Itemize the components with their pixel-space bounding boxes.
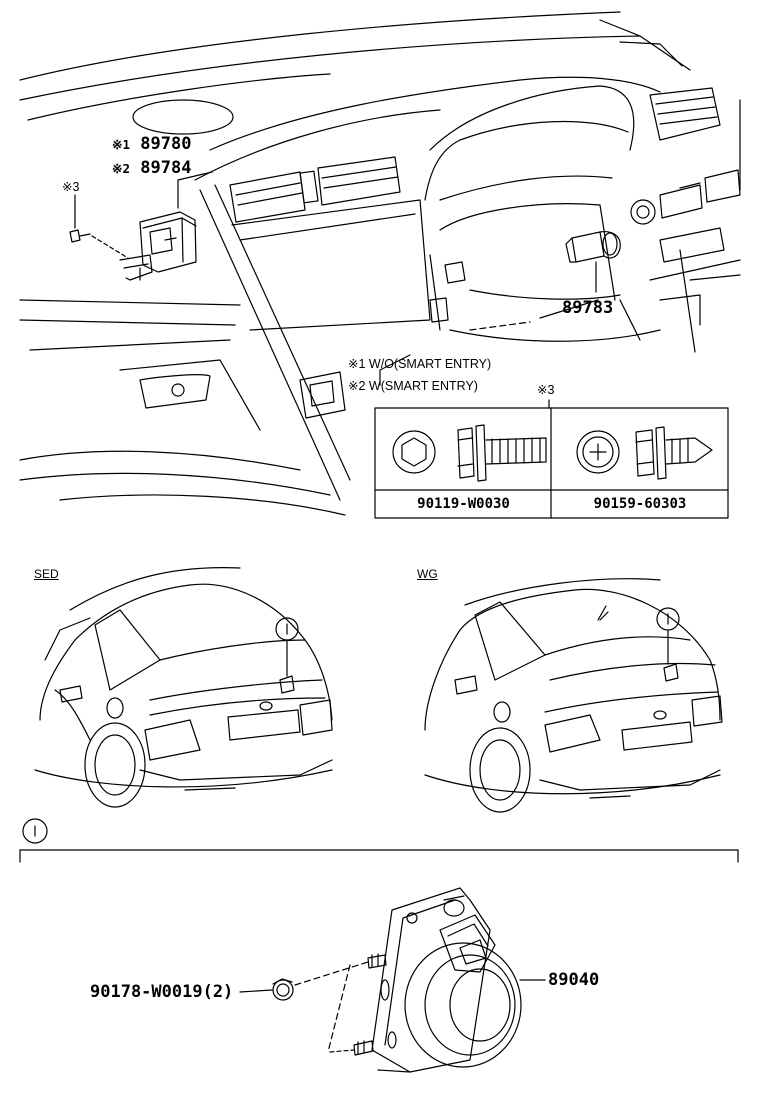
table-cell-90119-w0030: 90119-W0030 xyxy=(417,496,510,512)
part-number-89780: 89780 xyxy=(140,134,192,154)
callout-89780: ※1 89780 xyxy=(112,136,191,153)
sedan-illustration xyxy=(34,567,333,808)
screw-mark-label: ※3 xyxy=(62,180,80,194)
note-text-1: W/O(SMART ENTRY) xyxy=(368,357,492,371)
notes-leader xyxy=(379,354,411,386)
part-number-89784: 89784 xyxy=(140,158,192,178)
wagon-label: WG xyxy=(417,567,438,581)
note-text-2: W(SMART ENTRY) xyxy=(368,379,478,393)
note-with-smart-entry: ※2 W(SMART ENTRY) xyxy=(348,380,478,393)
screw-table xyxy=(374,399,729,519)
part-number-89783: 89783 xyxy=(562,298,614,318)
note-mark-1: ※1 xyxy=(348,357,366,371)
wagon-illustration xyxy=(424,578,723,813)
note-mark-2: ※2 xyxy=(348,379,366,393)
table-mark: ※3 xyxy=(537,383,555,397)
part-number-89040: 89040 xyxy=(548,970,600,990)
table-cell-90159-60303: 90159-60303 xyxy=(593,496,687,512)
note-without-smart-entry: ※1 W/O(SMART ENTRY) xyxy=(348,358,491,371)
switch-illustration xyxy=(469,231,621,331)
buzzer-illustration xyxy=(239,887,546,1073)
callout-mark-2: ※2 xyxy=(112,161,130,176)
sedan-label: SED xyxy=(34,567,59,581)
dashboard-illustration xyxy=(19,11,741,516)
ecu-module-illustration xyxy=(69,171,213,281)
callout-mark-1: ※1 xyxy=(112,137,130,152)
part-number-90178-w0019: 90178-W0019(2) xyxy=(90,982,234,1002)
callout-89784: ※2 89784 xyxy=(112,160,191,177)
detail-frame xyxy=(19,818,739,863)
